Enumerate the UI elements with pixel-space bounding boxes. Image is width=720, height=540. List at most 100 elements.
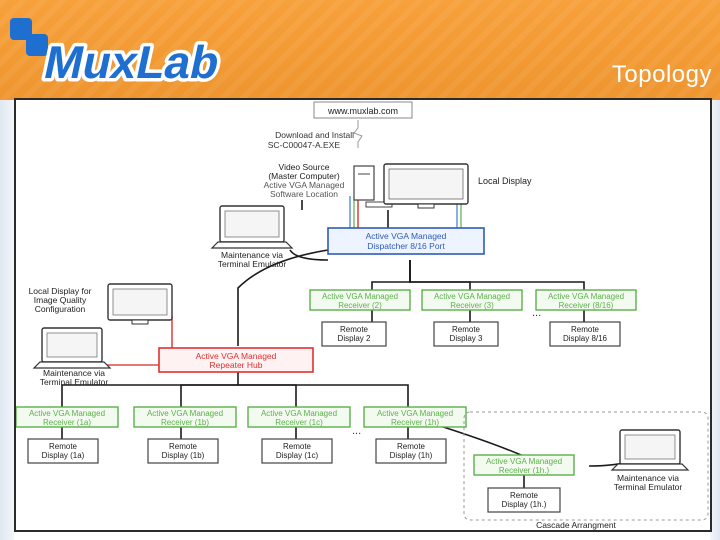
svg-text:Display (1b): Display (1b) bbox=[162, 451, 205, 460]
svg-text:Display (1h): Display (1h) bbox=[390, 451, 433, 460]
video-source-label: Video Source (Master Computer) Active VG… bbox=[264, 162, 345, 199]
maintenance-right-label: Maintenance via Terminal Emulator bbox=[614, 473, 683, 492]
website-label: www.muxlab.com bbox=[327, 106, 398, 116]
repeater-hub-box: Active VGA Managed Repeater Hub bbox=[158, 347, 314, 373]
svg-text:Remote: Remote bbox=[283, 442, 312, 451]
svg-text:Active VGA Managed: Active VGA Managed bbox=[196, 351, 277, 361]
receiver-1b: Active VGA Managed Receiver (1b) bbox=[133, 406, 237, 428]
svg-text:Maintenance via: Maintenance via bbox=[43, 368, 105, 378]
dispatcher-box: Active VGA Managed Dispatcher 8/16 Port bbox=[327, 227, 485, 255]
svg-text:Active VGA Managed: Active VGA Managed bbox=[548, 292, 624, 301]
svg-text:Active VGA Managed: Active VGA Managed bbox=[434, 292, 510, 301]
maintenance-top-label: Maintenance via Terminal Emulator bbox=[218, 250, 287, 269]
header-bar: MuxLab MuxLab Topology bbox=[0, 0, 720, 100]
svg-text:Display (1c): Display (1c) bbox=[276, 451, 319, 460]
iq-display-icon bbox=[107, 283, 173, 325]
svg-text:Active VGA Managed: Active VGA Managed bbox=[261, 409, 337, 418]
logo-mark-icon bbox=[10, 18, 48, 56]
receiver-3: Active VGA Managed Receiver (3) bbox=[421, 289, 523, 311]
svg-text:Video Source: Video Source bbox=[279, 162, 330, 172]
svg-text:Receiver (1h.): Receiver (1h.) bbox=[499, 466, 550, 475]
remote-display-1h: Remote Display (1h) bbox=[375, 438, 447, 464]
topology-svg: www.muxlab.com Download and Install SC-C… bbox=[15, 101, 709, 530]
remote-display-1b: Remote Display (1b) bbox=[147, 438, 219, 464]
laptop-right-icon bbox=[610, 429, 690, 471]
download-bolt-icon bbox=[353, 120, 363, 148]
svg-text:Active VGA Managed: Active VGA Managed bbox=[366, 231, 447, 241]
local-iq-label: Local Display for Image Quality Configur… bbox=[29, 286, 92, 314]
laptop-left-icon bbox=[32, 327, 112, 369]
svg-text:Receiver (1h): Receiver (1h) bbox=[391, 418, 439, 427]
svg-text:Receiver (2): Receiver (2) bbox=[338, 301, 382, 310]
svg-text:Receiver (1a): Receiver (1a) bbox=[43, 418, 91, 427]
svg-text:(Master Computer): (Master Computer) bbox=[268, 171, 339, 181]
svg-text:Display 8/16: Display 8/16 bbox=[563, 334, 608, 343]
maintenance-left-label: Maintenance via Terminal Emulator bbox=[40, 368, 109, 387]
cascade-region bbox=[463, 411, 709, 521]
svg-text:Active VGA Managed: Active VGA Managed bbox=[264, 180, 345, 190]
receiver-8-16: Active VGA Managed Receiver (8/16) bbox=[535, 289, 637, 311]
svg-text:Repeater Hub: Repeater Hub bbox=[210, 360, 263, 370]
svg-text:Active VGA Managed: Active VGA Managed bbox=[322, 292, 398, 301]
svg-text:Receiver (3): Receiver (3) bbox=[450, 301, 494, 310]
svg-text:Active VGA Managed: Active VGA Managed bbox=[29, 409, 105, 418]
receiver-1h: Active VGA Managed Receiver (1h) bbox=[363, 406, 467, 428]
svg-text:MuxLab: MuxLab bbox=[40, 36, 225, 87]
svg-text:Remote: Remote bbox=[452, 325, 481, 334]
svg-text:Local Display for: Local Display for bbox=[29, 286, 92, 296]
website-box: www.muxlab.com bbox=[313, 101, 413, 119]
svg-text:Remote: Remote bbox=[340, 325, 369, 334]
muxlab-logo: MuxLab MuxLab bbox=[10, 18, 228, 88]
remote-display-3: Remote Display 3 bbox=[433, 321, 499, 347]
local-display-label: Local Display bbox=[478, 176, 532, 186]
svg-text:Display 3: Display 3 bbox=[450, 334, 483, 343]
receiver-1c: Active VGA Managed Receiver (1c) bbox=[247, 406, 351, 428]
logo-text: MuxLab bbox=[40, 36, 225, 87]
svg-text:Active VGA Managed: Active VGA Managed bbox=[377, 409, 453, 418]
svg-text:Dispatcher 8/16 Port: Dispatcher 8/16 Port bbox=[367, 241, 445, 251]
cables-black bbox=[61, 200, 637, 488]
svg-text:Software Location: Software Location bbox=[270, 189, 338, 199]
ellipsis-bottom: ... bbox=[352, 425, 361, 437]
svg-text:Remote: Remote bbox=[571, 325, 600, 334]
svg-text:Receiver (8/16): Receiver (8/16) bbox=[559, 301, 614, 310]
topology-diagram: www.muxlab.com Download and Install SC-C… bbox=[14, 98, 712, 532]
remote-display-2: Remote Display 2 bbox=[321, 321, 387, 347]
svg-text:Display (1a): Display (1a) bbox=[42, 451, 85, 460]
right-border bbox=[710, 100, 720, 540]
svg-text:SC-C00047-A.EXE: SC-C00047-A.EXE bbox=[268, 140, 341, 150]
cascade-label: Cascade Arrangment bbox=[536, 520, 616, 530]
svg-text:Remote: Remote bbox=[49, 442, 78, 451]
local-display-icon bbox=[383, 163, 469, 209]
svg-text:Display (1h.): Display (1h.) bbox=[502, 500, 547, 509]
svg-text:Receiver (1c): Receiver (1c) bbox=[275, 418, 323, 427]
svg-text:Maintenance via: Maintenance via bbox=[617, 473, 679, 483]
svg-text:Active VGA Managed: Active VGA Managed bbox=[147, 409, 223, 418]
receiver-2: Active VGA Managed Receiver (2) bbox=[309, 289, 411, 311]
svg-text:Display 2: Display 2 bbox=[338, 334, 371, 343]
remote-display-1a: Remote Display (1a) bbox=[27, 438, 99, 464]
remote-display-8-16: Remote Display 8/16 bbox=[549, 321, 621, 347]
svg-text:Maintenance via: Maintenance via bbox=[221, 250, 283, 260]
receiver-1a: Active VGA Managed Receiver (1a) bbox=[15, 406, 119, 428]
svg-text:Configuration: Configuration bbox=[35, 304, 86, 314]
ellipsis-top: ... bbox=[532, 307, 541, 319]
page-title: Topology bbox=[611, 61, 712, 88]
svg-text:Active VGA Managed: Active VGA Managed bbox=[486, 457, 562, 466]
laptop-top-icon bbox=[210, 205, 294, 249]
svg-text:Remote: Remote bbox=[510, 491, 539, 500]
left-border bbox=[0, 100, 14, 540]
remote-display-1c: Remote Display (1c) bbox=[261, 438, 333, 464]
svg-text:Terminal Emulator: Terminal Emulator bbox=[218, 259, 287, 269]
svg-text:Download and Install: Download and Install bbox=[275, 130, 354, 140]
svg-text:Remote: Remote bbox=[169, 442, 198, 451]
svg-text:Remote: Remote bbox=[397, 442, 426, 451]
svg-text:Terminal Emulator: Terminal Emulator bbox=[40, 377, 109, 387]
svg-text:Terminal Emulator: Terminal Emulator bbox=[614, 482, 683, 492]
svg-text:Image Quality: Image Quality bbox=[34, 295, 87, 305]
download-label: Download and Install SC-C00047-A.EXE bbox=[268, 130, 354, 150]
receiver-1h-cascade: Active VGA Managed Receiver (1h.) bbox=[473, 454, 575, 476]
svg-text:Receiver (1b): Receiver (1b) bbox=[161, 418, 209, 427]
remote-display-1h-cascade: Remote Display (1h.) bbox=[487, 487, 561, 513]
